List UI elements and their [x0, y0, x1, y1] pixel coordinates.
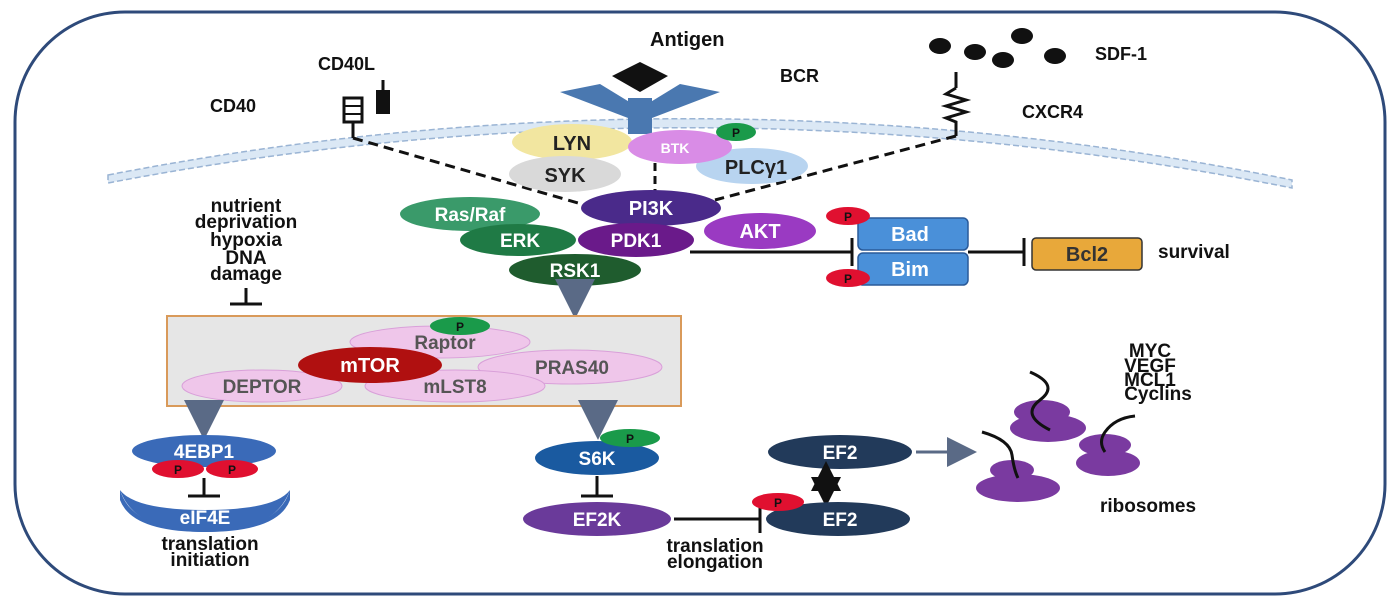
translation-elongation-line2: elongation — [667, 552, 763, 573]
eif4e-node — [120, 490, 290, 532]
target-myc: MYC — [1129, 341, 1172, 362]
sdf1-label: SDF-1 — [1095, 44, 1147, 64]
ribosome-icon-right — [1076, 414, 1140, 476]
ef2-top-label: EF2 — [823, 443, 858, 464]
deptor-label: DEPTOR — [223, 377, 302, 398]
s6k-phospho-label: P — [626, 432, 634, 446]
stress-line2: deprivation — [195, 212, 297, 233]
stress-line5: damage — [210, 264, 282, 285]
cd40-signal-line — [352, 136, 586, 207]
ef2k-label: EF2K — [573, 510, 622, 531]
cd40l-icon — [376, 90, 390, 114]
ef2k-node — [523, 502, 671, 536]
erk-label: ERK — [500, 231, 540, 252]
cd40-receptor-icon — [342, 96, 364, 138]
target-vegf: VEGF — [1124, 356, 1176, 377]
bim-phospho-badge — [826, 269, 870, 287]
s6k-node — [535, 441, 659, 475]
stress-line3: hypoxia — [210, 230, 282, 251]
ribosome-icon-middle — [976, 430, 1060, 502]
bad-phospho-label: P — [844, 210, 852, 224]
stress-labels: nutrient deprivation hypoxia DNA damage — [195, 196, 297, 285]
4ebp1-phospho-badge-right — [206, 460, 258, 478]
cd40-label: CD40 — [210, 96, 256, 116]
cd40l-label: CD40L — [318, 54, 375, 74]
cell-boundary — [13, 10, 1387, 596]
pdk1-node — [578, 223, 694, 257]
bcr-receptor-icon — [560, 84, 720, 134]
bim-label: Bim — [891, 259, 929, 281]
bcr-label: BCR — [780, 66, 819, 86]
bcl2-node — [1031, 237, 1143, 271]
btk-node — [628, 130, 732, 164]
target-mcl1: MCL1 — [1124, 370, 1176, 391]
s6k-label: S6K — [579, 449, 616, 470]
mlst8-label: mLST8 — [423, 377, 486, 398]
lyn-label: LYN — [553, 133, 591, 155]
akt-node — [704, 213, 816, 249]
target-cyclins: Cyclins — [1124, 384, 1192, 405]
antigen-label: Antigen — [650, 29, 724, 51]
ef2-bottom-node — [766, 502, 910, 536]
4ebp1-phospho-label-right: P — [228, 463, 236, 477]
ribosome-icon-top — [1010, 370, 1086, 442]
4ebp1-phospho-badge-left — [152, 460, 204, 478]
stress-line1: nutrient — [211, 196, 282, 217]
cxcr4-signal-line — [714, 134, 957, 202]
btk-phospho-label: P — [732, 126, 740, 140]
syk-label: SYK — [544, 165, 586, 187]
lyn-node — [512, 124, 632, 160]
eif4e-label: eIF4E — [180, 508, 231, 529]
ras-raf-node — [400, 197, 540, 231]
translation-elongation-line1: translation — [666, 536, 763, 557]
survival-label: survival — [1158, 242, 1230, 263]
cxcr4-receptor-icon — [940, 72, 972, 136]
bad-label: Bad — [891, 224, 929, 246]
rsk1-label: RSK1 — [550, 261, 601, 282]
stress-line4: DNA — [225, 248, 266, 269]
ef2-bottom-label: EF2 — [823, 510, 858, 531]
pi3k-label: PI3K — [629, 198, 674, 220]
cxcr4-label: CXCR4 — [1022, 102, 1083, 122]
antigen-icon — [612, 62, 668, 92]
raptor-label: Raptor — [414, 333, 476, 354]
ribosomes-label: ribosomes — [1100, 496, 1196, 517]
mtor-phospho-badge — [430, 317, 490, 335]
pras40-label: PRAS40 — [535, 358, 609, 379]
plcg1-node — [696, 148, 808, 184]
plcg1-label: PLCγ1 — [725, 157, 787, 179]
sdf1-ligand-icon — [929, 28, 1066, 68]
translation-initiation-line2: initiation — [170, 550, 249, 571]
bad-phospho-badge — [826, 207, 870, 225]
cell-membrane — [107, 117, 1293, 189]
bim-node — [857, 252, 969, 286]
erk-node — [460, 224, 576, 256]
bad-node — [857, 217, 969, 251]
bim-phospho-label: P — [844, 272, 852, 286]
syk-node — [509, 156, 621, 192]
rsk1-node — [509, 254, 641, 286]
deptor-node — [181, 369, 343, 403]
s6k-phospho-badge — [600, 429, 660, 447]
btk-phospho-badge — [716, 123, 756, 141]
bcl2-label: Bcl2 — [1066, 244, 1108, 266]
4ebp1-label: 4EBP1 — [174, 442, 235, 463]
akt-label: AKT — [739, 221, 780, 243]
4ebp1-node — [132, 435, 276, 467]
translation-initiation-line1: translation — [161, 534, 258, 555]
ef2-top-node — [768, 435, 912, 469]
4ebp1-phospho-label-left: P — [174, 463, 182, 477]
pdk1-label: PDK1 — [611, 231, 662, 252]
mtor-label: mTOR — [340, 355, 400, 377]
pi3k-node — [581, 190, 721, 226]
ef2-phospho-label: P — [774, 496, 782, 510]
btk-label: BTK — [661, 140, 690, 156]
mtor-phospho-label: P — [456, 320, 464, 334]
ras-raf-label: Ras/Raf — [435, 205, 506, 226]
ef2-phospho-badge — [752, 493, 804, 511]
mtor-node — [298, 347, 442, 383]
